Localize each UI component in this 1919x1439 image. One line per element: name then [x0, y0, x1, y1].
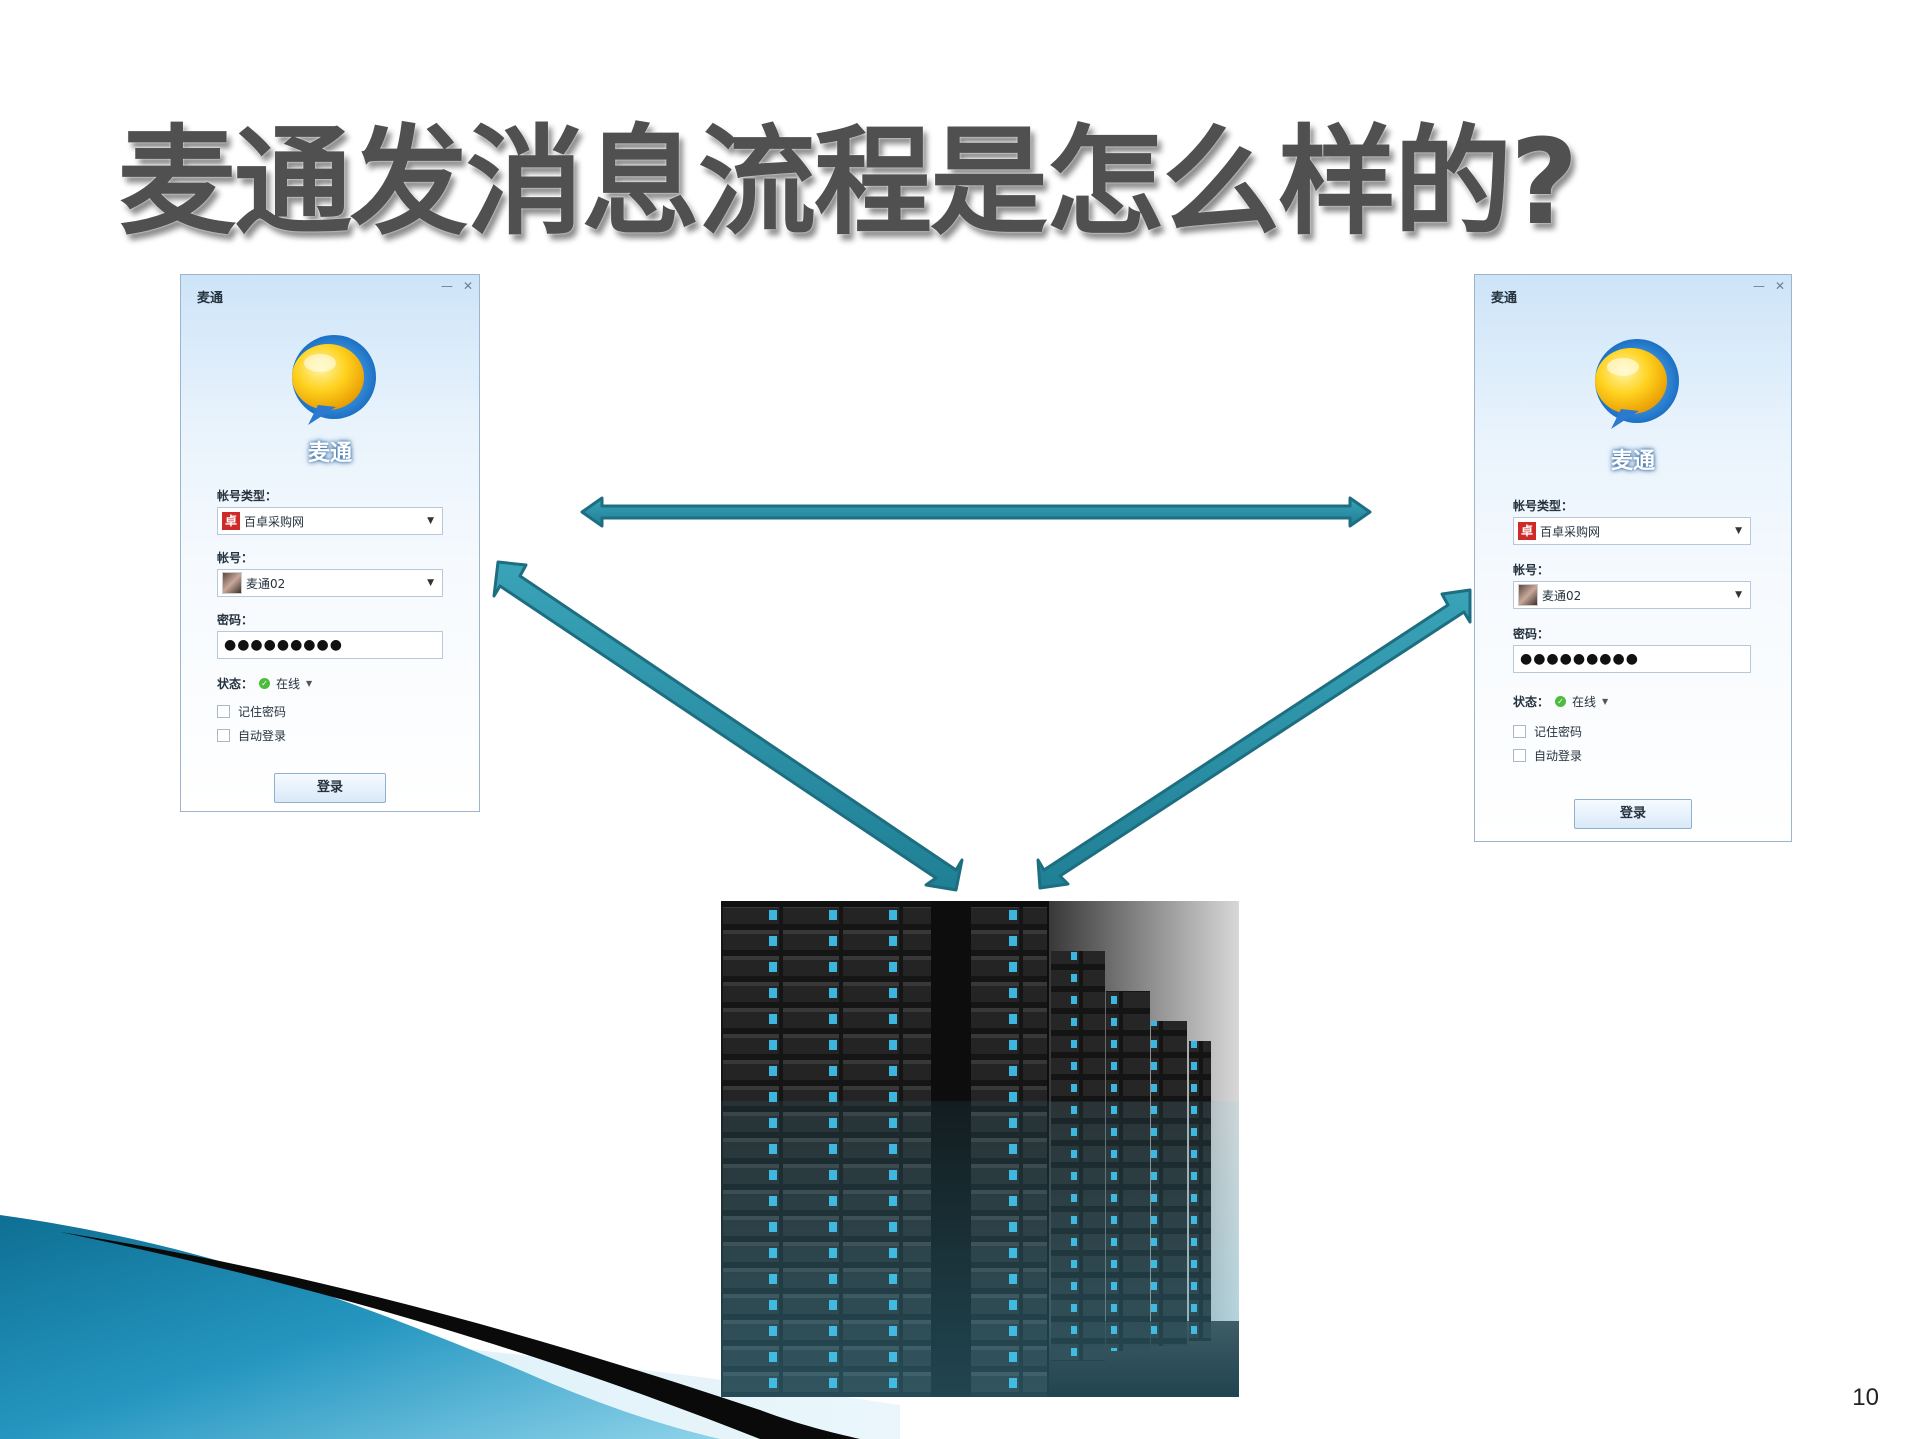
baizhuo-badge-icon: 卓 — [222, 512, 240, 530]
window-controls: — ✕ — [1753, 279, 1785, 293]
remember-password-label: 记住密码 — [238, 705, 287, 719]
remember-password-checkbox[interactable] — [1513, 725, 1526, 738]
password-label: 密码： — [217, 613, 254, 627]
status-value[interactable]: 在线 — [1572, 695, 1597, 709]
login-window-left: 麦通 — ✕ 麦通 帐号类型： — [180, 274, 480, 812]
maitong-logo-icon — [1595, 339, 1679, 429]
online-status-icon: ✓ — [259, 678, 271, 689]
minimize-icon[interactable]: — — [1752, 279, 1765, 293]
status-row: 状态： ✓ 在线 ▼ — [1513, 693, 1608, 710]
page-number: 10 — [1852, 1384, 1879, 1411]
server-rack-image — [721, 901, 1239, 1397]
auto-login-checkbox[interactable] — [1513, 749, 1526, 762]
logo-text: 麦通 — [1610, 449, 1655, 474]
remember-password-label: 记住密码 — [1534, 725, 1583, 739]
auto-login-row[interactable]: 自动登录 — [1513, 747, 1582, 764]
remember-password-row[interactable]: 记住密码 — [217, 703, 286, 720]
chevron-down-icon[interactable]: ▼ — [1735, 526, 1742, 536]
online-status-icon: ✓ — [1555, 696, 1567, 707]
login-button[interactable]: 登录 — [274, 773, 386, 803]
close-icon[interactable]: ✕ — [1774, 279, 1785, 293]
chevron-down-icon[interactable]: ▼ — [427, 516, 434, 526]
auto-login-row[interactable]: 自动登录 — [217, 727, 286, 744]
status-label: 状态： — [217, 677, 254, 691]
chevron-down-icon[interactable]: ▼ — [427, 578, 434, 588]
minimize-icon[interactable]: — — [440, 279, 453, 293]
remember-password-checkbox[interactable] — [217, 705, 230, 718]
status-row: 状态： ✓ 在线 ▼ — [217, 675, 312, 692]
maitong-logo-icon — [292, 335, 376, 425]
avatar — [222, 572, 242, 594]
account-type-value: 百卓采购网 — [1540, 524, 1601, 539]
auto-login-label: 自动登录 — [1534, 749, 1583, 763]
window-title: 麦通 — [197, 291, 224, 306]
avatar — [1518, 584, 1538, 606]
account-type-value: 百卓采购网 — [244, 514, 305, 529]
window-title: 麦通 — [1491, 291, 1518, 306]
password-field[interactable]: ●●●●●●●●● — [1513, 645, 1751, 673]
password-field[interactable]: ●●●●●●●●● — [217, 631, 443, 659]
login-window-right: 麦通 — ✕ 麦通 帐号类型： — [1474, 274, 1792, 842]
page-title: 麦通发消息流程是怎么样的? — [118, 113, 1578, 251]
auto-login-checkbox[interactable] — [217, 729, 230, 742]
account-label: 帐号： — [217, 551, 254, 565]
remember-password-row[interactable]: 记住密码 — [1513, 723, 1582, 740]
status-label: 状态： — [1513, 695, 1550, 709]
window-controls: — ✕ — [441, 279, 473, 293]
baizhuo-badge-icon: 卓 — [1518, 522, 1536, 540]
account-type-label: 帐号类型： — [1513, 499, 1574, 513]
password-label: 密码： — [1513, 627, 1550, 641]
account-type-select[interactable]: 卓 百卓采购网 ▼ — [217, 507, 443, 535]
account-label: 帐号： — [1513, 563, 1550, 577]
account-select[interactable]: 麦通02 ▼ — [217, 569, 443, 597]
account-type-select[interactable]: 卓 百卓采购网 ▼ — [1513, 517, 1751, 545]
account-value: 麦通02 — [246, 576, 286, 591]
account-value: 麦通02 — [1542, 588, 1582, 603]
status-value[interactable]: 在线 — [276, 677, 301, 691]
chevron-down-icon[interactable]: ▼ — [1602, 697, 1609, 706]
swoosh-blue — [0, 1215, 720, 1439]
chevron-down-icon[interactable]: ▼ — [1735, 590, 1742, 600]
chevron-down-icon[interactable]: ▼ — [306, 679, 313, 688]
close-icon[interactable]: ✕ — [462, 279, 473, 293]
account-select[interactable]: 麦通02 ▼ — [1513, 581, 1751, 609]
logo-text: 麦通 — [307, 441, 352, 466]
swoosh-black — [60, 1232, 860, 1439]
account-type-label: 帐号类型： — [217, 489, 278, 503]
auto-login-label: 自动登录 — [238, 729, 287, 743]
login-button[interactable]: 登录 — [1574, 799, 1692, 829]
